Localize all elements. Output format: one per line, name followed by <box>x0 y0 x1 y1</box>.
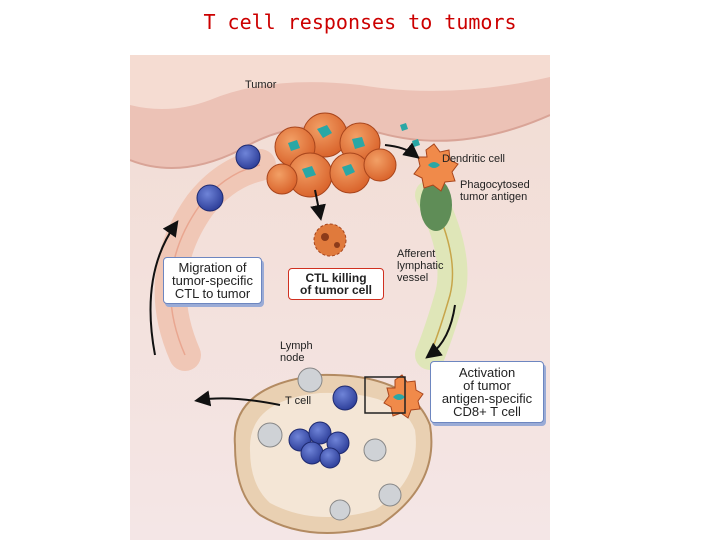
slide-title: T cell responses to tumors <box>203 10 517 34</box>
proliferating-ctls <box>288 421 350 469</box>
arrow-to-node <box>425 304 456 359</box>
tcell-tumor-diagram: Tumor Dendritic cell Phagocytosed tumor … <box>129 55 551 540</box>
label-tumor: Tumor <box>245 79 277 91</box>
label-phagocytosed: Phagocytosed tumor antigen <box>460 179 530 203</box>
naive-t-cell <box>332 385 358 411</box>
arrow-migration <box>149 220 179 356</box>
arrow-to-dc <box>384 142 420 159</box>
arrow-killing <box>310 189 326 221</box>
box-ctl-killing: CTL killing of tumor cell <box>288 268 384 300</box>
killed-tumor-cell <box>313 223 347 257</box>
apc-in-node <box>383 374 424 419</box>
skin-surface <box>130 55 550 109</box>
label-t-cell: T cell <box>285 395 312 407</box>
box-activation: Activation of tumor antigen-specific CD8… <box>430 361 544 423</box>
label-dendritic-cell: Dendritic cell <box>442 153 505 165</box>
label-afferent-vessel: Afferent lymphatic vessel <box>397 248 444 284</box>
interaction-box <box>364 376 406 414</box>
tumor-cluster <box>266 112 420 198</box>
arrow-exit-node <box>194 390 281 407</box>
diagram-illustration <box>129 55 551 540</box>
lymphatic-valve <box>420 179 452 231</box>
ctl-migrating <box>196 184 224 212</box>
dendritic-cell <box>413 143 459 192</box>
ctl-at-tumor <box>235 144 261 170</box>
label-lymph-node: Lymph node <box>280 340 313 364</box>
box-migration: Migration of tumor-specific CTL to tumor <box>163 257 262 304</box>
